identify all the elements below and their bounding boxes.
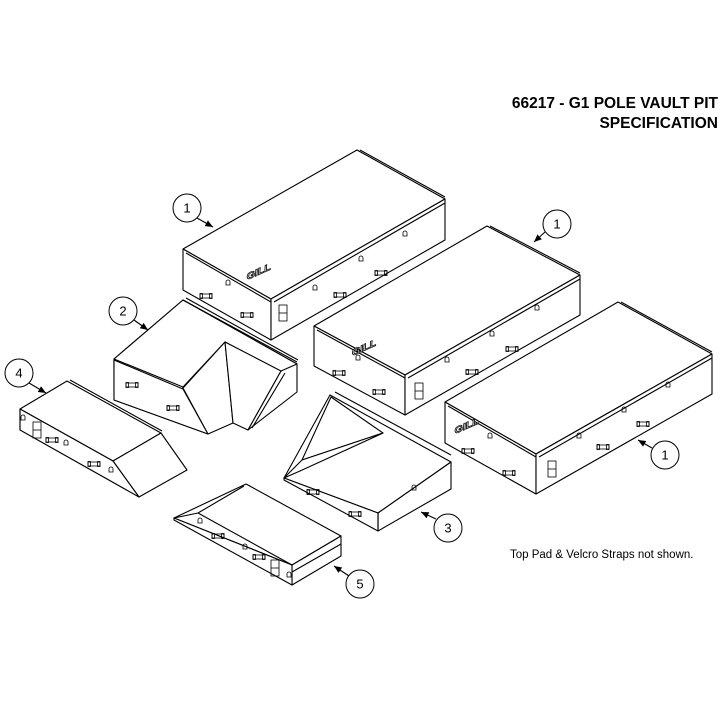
callout-5: 5 <box>333 565 375 599</box>
pit-block-1b: GILL <box>313 225 581 416</box>
callout-1a: 1 <box>172 193 214 228</box>
ramp-block-3 <box>283 391 452 532</box>
ramp-block-4 <box>19 379 188 498</box>
ramp-block-5 <box>173 483 342 586</box>
callout-2: 2 <box>108 296 149 331</box>
callout-1b: 1 <box>533 209 572 243</box>
svg-text:2: 2 <box>119 304 126 319</box>
svg-text:1: 1 <box>183 201 190 216</box>
svg-text:1: 1 <box>661 448 668 463</box>
svg-text:1: 1 <box>553 217 560 232</box>
callout-3: 3 <box>420 511 463 543</box>
title-line-2: SPECIFICATION <box>599 115 718 132</box>
drawing-note: Top Pad & Velcro Straps not shown. <box>510 549 694 561</box>
drawing-title: 66217 - G1 POLE VAULT PIT SPECIFICATION <box>512 94 718 134</box>
svg-text:4: 4 <box>15 366 22 381</box>
callout-1c: 1 <box>637 439 680 470</box>
wedge-block-2 <box>113 297 299 435</box>
svg-text:5: 5 <box>356 577 363 592</box>
pit-block-1c: GILL <box>444 301 713 495</box>
callout-4: 4 <box>4 358 47 394</box>
pit-block-1a: GILL <box>182 149 446 341</box>
title-line-1: 66217 - G1 POLE VAULT PIT <box>511 95 718 112</box>
svg-text:3: 3 <box>444 521 451 536</box>
